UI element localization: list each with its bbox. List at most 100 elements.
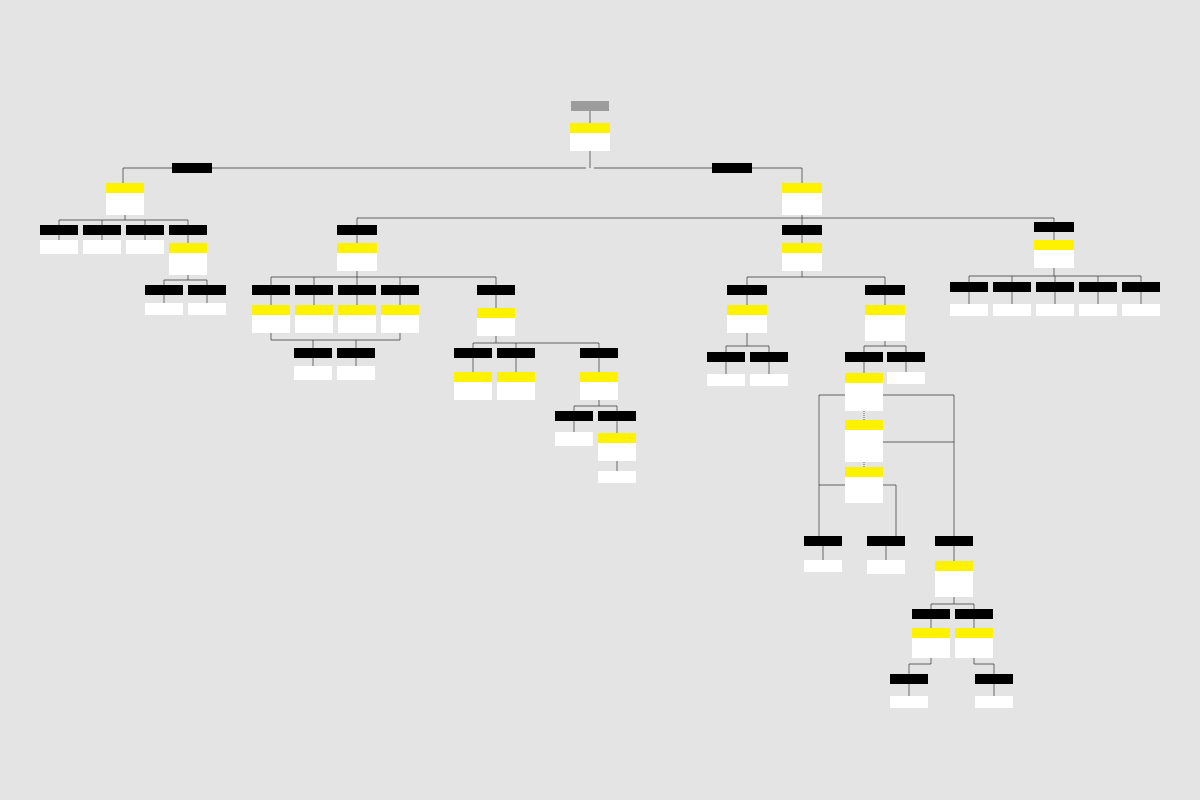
- node-s-h7-header: [975, 674, 1013, 684]
- node-m-c1-title: [252, 305, 290, 315]
- node-s-c4-card: [935, 561, 973, 597]
- node-r-n4-note: [1079, 304, 1117, 316]
- node-m-h7c2-header: [598, 411, 636, 421]
- node-r-h2-header: [993, 282, 1031, 292]
- node-s-c2-title: [845, 420, 883, 430]
- node-m-c7b-text: [497, 382, 535, 386]
- node-c-c2-text: [865, 315, 905, 319]
- node-m-c-card: [337, 243, 377, 271]
- node-r-h-header: [1034, 222, 1074, 232]
- node-c-c2-title: [865, 305, 905, 315]
- node-branch-right-header: [712, 163, 752, 173]
- node-left-main-title: [106, 183, 144, 193]
- node-r-n1-note: [950, 304, 988, 316]
- node-s-n2-note: [867, 560, 905, 574]
- node-m-h-header: [337, 225, 377, 235]
- node-l-h4a-header: [145, 285, 183, 295]
- node-s-n7-note: [975, 696, 1013, 708]
- node-left-main-card: [106, 183, 144, 215]
- node-m-c7-card: [477, 308, 515, 336]
- node-s-h1-header: [804, 536, 842, 546]
- node-r-h4-header: [1079, 282, 1117, 292]
- node-c-h1-header: [727, 285, 767, 295]
- node-m-c-text: [337, 253, 377, 257]
- node-r-c-text: [1034, 250, 1074, 254]
- node-m-c7c2-title: [598, 433, 636, 443]
- node-m-c-title: [337, 243, 377, 253]
- node-s-n1-note: [804, 560, 842, 572]
- node-root-header: [571, 101, 609, 111]
- node-c-c1-title: [727, 305, 767, 315]
- node-c-h1a-header: [707, 352, 745, 362]
- node-s-c4a-card: [912, 628, 950, 658]
- node-r-h5-header: [1122, 282, 1160, 292]
- node-s-h2-header: [867, 536, 905, 546]
- node-m-c2-card: [295, 305, 333, 333]
- node-m-n6-note: [337, 366, 375, 380]
- node-m-h7c1-header: [555, 411, 593, 421]
- node-l-n4a-note: [145, 303, 183, 315]
- node-l-n2-note: [83, 240, 121, 254]
- node-m-h6-header: [337, 348, 375, 358]
- node-c-c1-text: [727, 315, 767, 319]
- node-m-c3-title: [338, 305, 376, 315]
- node-r-h1-header: [950, 282, 988, 292]
- node-r-n2-note: [993, 304, 1031, 316]
- node-c-c2-card: [865, 305, 905, 341]
- node-m-c7-text: [477, 318, 515, 322]
- node-l-h4b-header: [188, 285, 226, 295]
- node-c-h1b-header: [750, 352, 788, 362]
- node-s-c2-card: [845, 420, 883, 462]
- node-c-c1-card: [727, 305, 767, 333]
- node-c-n1b-note: [750, 374, 788, 386]
- node-m-c7a-card: [454, 372, 492, 400]
- node-m-c7c2-card: [598, 433, 636, 461]
- node-right-main-title: [782, 183, 822, 193]
- node-s-h3-header: [935, 536, 973, 546]
- node-s-c2-text: [845, 430, 883, 434]
- node-m-n5-note: [294, 366, 332, 380]
- node-s-c4a-text: [912, 638, 950, 642]
- node-m-c7c-text: [580, 382, 618, 386]
- node-l-h1-header: [40, 225, 78, 235]
- node-m-c3-card: [338, 305, 376, 333]
- node-s-c4b-title: [955, 628, 993, 638]
- node-r-c-title: [1034, 240, 1074, 250]
- node-m-h7b-header: [497, 348, 535, 358]
- node-r-c-card: [1034, 240, 1074, 268]
- node-m-h4-header: [381, 285, 419, 295]
- node-r-h3-header: [1036, 282, 1074, 292]
- node-m-c1-text: [252, 315, 290, 319]
- node-c-h2-header: [865, 285, 905, 295]
- node-c-h-header: [782, 225, 822, 235]
- node-s-c1-text: [845, 383, 883, 387]
- node-m-c1-card: [252, 305, 290, 333]
- node-m-c7c2-text: [598, 443, 636, 447]
- node-m-c4-card: [381, 305, 419, 333]
- node-l-n1-note: [40, 240, 78, 254]
- node-s-h6-header: [890, 674, 928, 684]
- node-m-h7c-header: [580, 348, 618, 358]
- node-m-c3-text: [338, 315, 376, 319]
- node-c-n2b-note: [887, 372, 925, 384]
- node-l-h2-header: [83, 225, 121, 235]
- node-c-h2a-header: [845, 352, 883, 362]
- node-m-n7c1-note: [555, 432, 593, 446]
- node-m-h7-header: [477, 285, 515, 295]
- node-s-c4b-text: [955, 638, 993, 642]
- node-s-c4a-title: [912, 628, 950, 638]
- node-r-n3-note: [1036, 304, 1074, 316]
- node-s-c1-title: [845, 373, 883, 383]
- node-start-title: [570, 123, 610, 133]
- node-m-c4-title: [381, 305, 419, 315]
- node-c-c-card: [782, 243, 822, 271]
- node-m-c7b-title: [497, 372, 535, 382]
- node-m-c7b-card: [497, 372, 535, 400]
- node-s-c1-card: [845, 373, 883, 411]
- node-l-h3-header: [126, 225, 164, 235]
- node-s-n6-note: [890, 696, 928, 708]
- node-m-c4-text: [381, 315, 419, 319]
- node-l-h4-header: [169, 225, 207, 235]
- node-l-c4-text: [169, 253, 207, 257]
